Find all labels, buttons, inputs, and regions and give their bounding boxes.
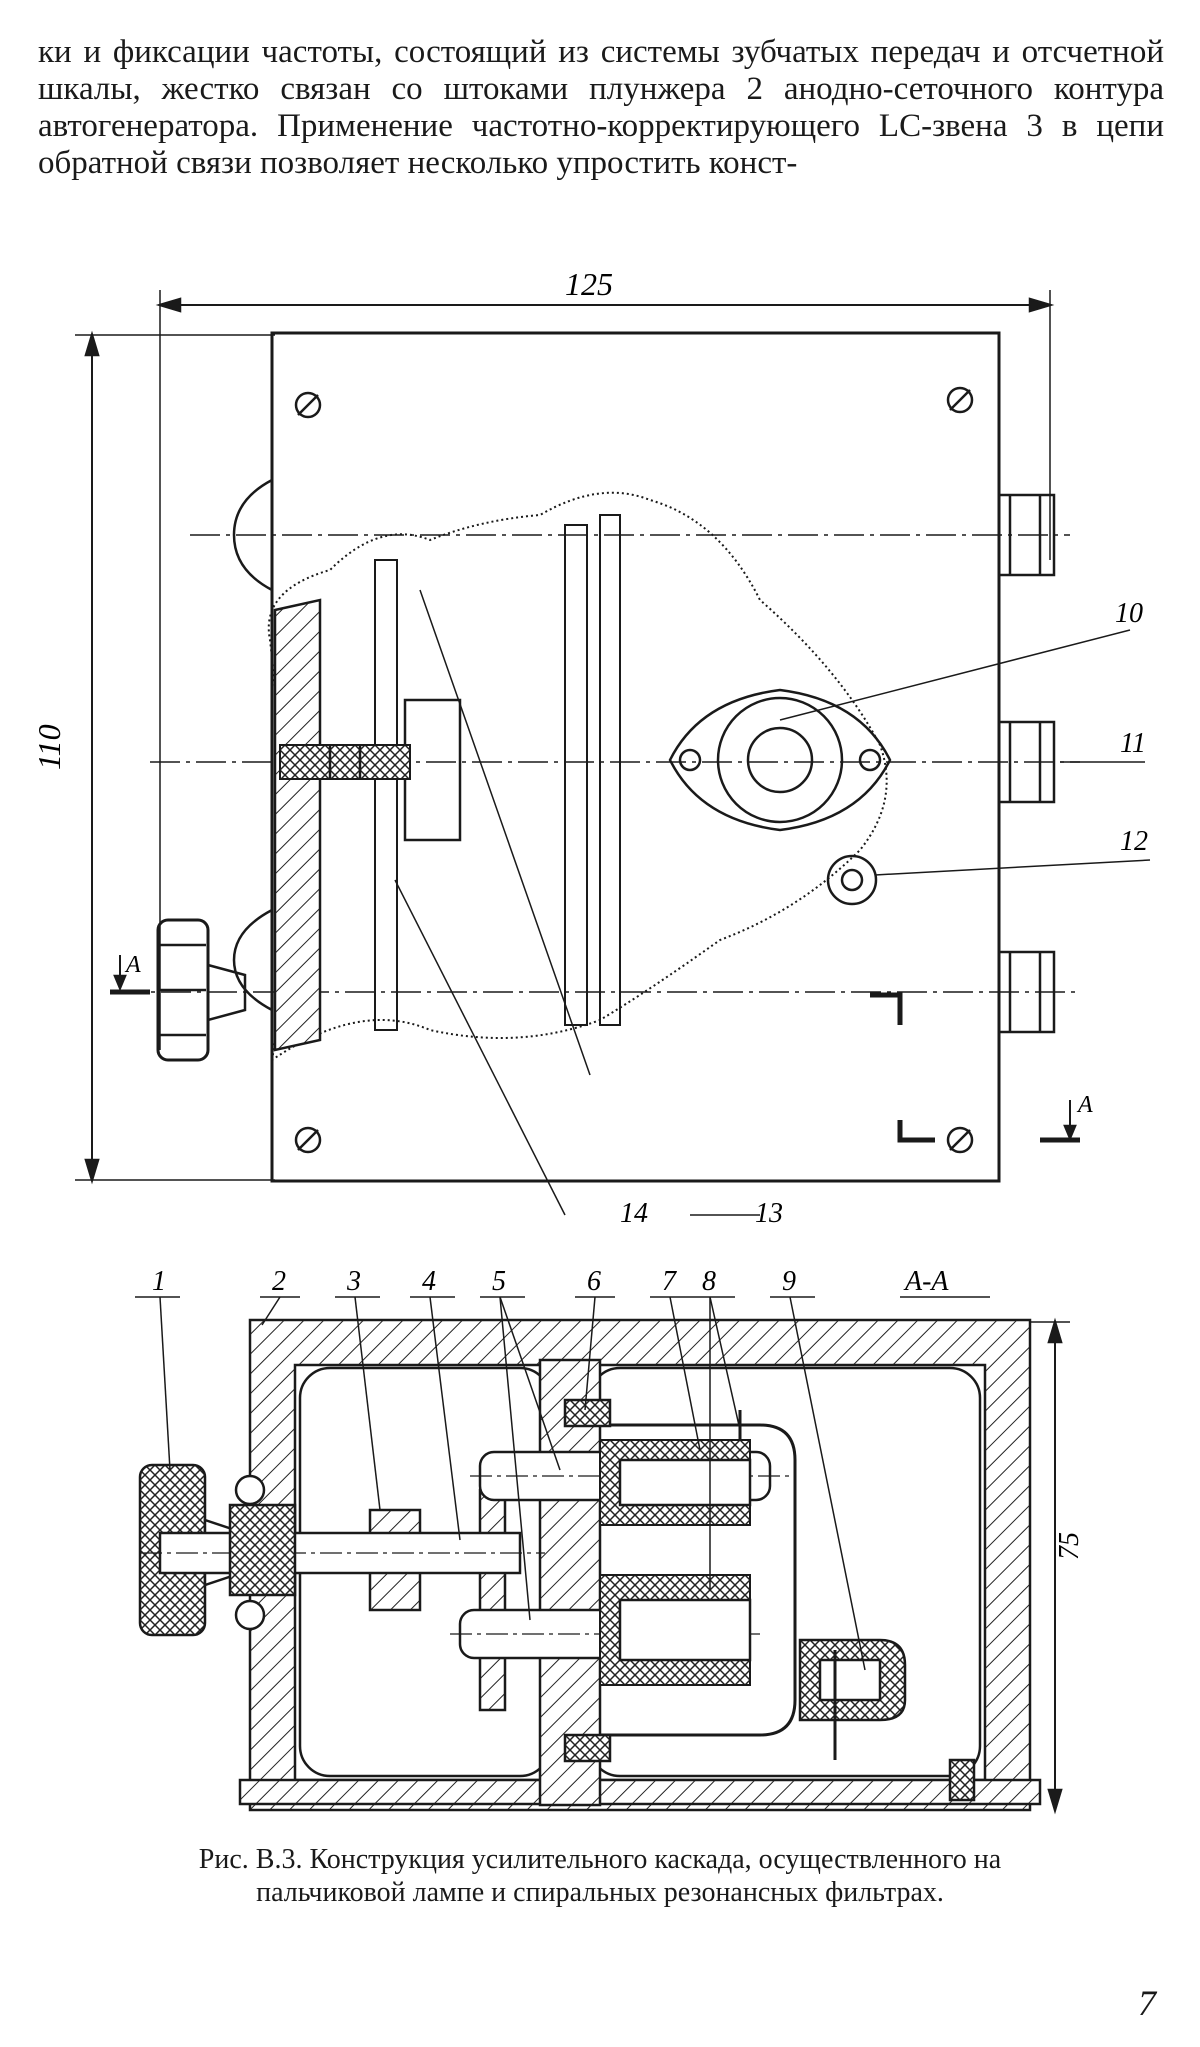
callout-14: 14: [620, 1198, 648, 1229]
page-number: 7: [1138, 1982, 1156, 2024]
section-view: [135, 1297, 1070, 1810]
callout-3: 3: [346, 1266, 361, 1297]
caption-line-1: Рис. В.3. Конструкция усилительного каск…: [10, 1843, 1190, 1876]
callout-7: 7: [662, 1266, 677, 1297]
figure-caption: Рис. В.3. Конструкция усилительного каск…: [10, 1843, 1190, 1909]
tube-assembly: [670, 690, 890, 904]
callout-4: 4: [422, 1266, 436, 1297]
callout-8: 8: [702, 1266, 716, 1297]
dim-75-label: 75: [1054, 1532, 1085, 1560]
callout-1: 1: [152, 1266, 166, 1297]
dim-height-label: 110: [31, 724, 67, 770]
connectors: [999, 495, 1054, 1032]
figure: 125 110 A A 10 11 12 14 13: [0, 0, 1200, 1840]
section-mark-a-left: A: [124, 952, 141, 978]
dim-width-label: 125: [565, 266, 613, 302]
section-title: А-А: [903, 1266, 949, 1297]
top-view: [75, 290, 1150, 1215]
callout-13: 13: [755, 1198, 783, 1229]
section-mark-a-right: A: [1076, 1092, 1093, 1118]
callout-11: 11: [1120, 728, 1146, 759]
callout-6: 6: [587, 1266, 601, 1297]
callout-10: 10: [1115, 598, 1143, 629]
callout-5: 5: [492, 1266, 506, 1297]
callout-12: 12: [1120, 826, 1148, 857]
callout-2: 2: [272, 1266, 286, 1297]
knob-top: [158, 920, 245, 1060]
callout-9: 9: [782, 1266, 796, 1297]
caption-line-2: пальчиковой лампе и спиральных резонансн…: [10, 1876, 1190, 1909]
